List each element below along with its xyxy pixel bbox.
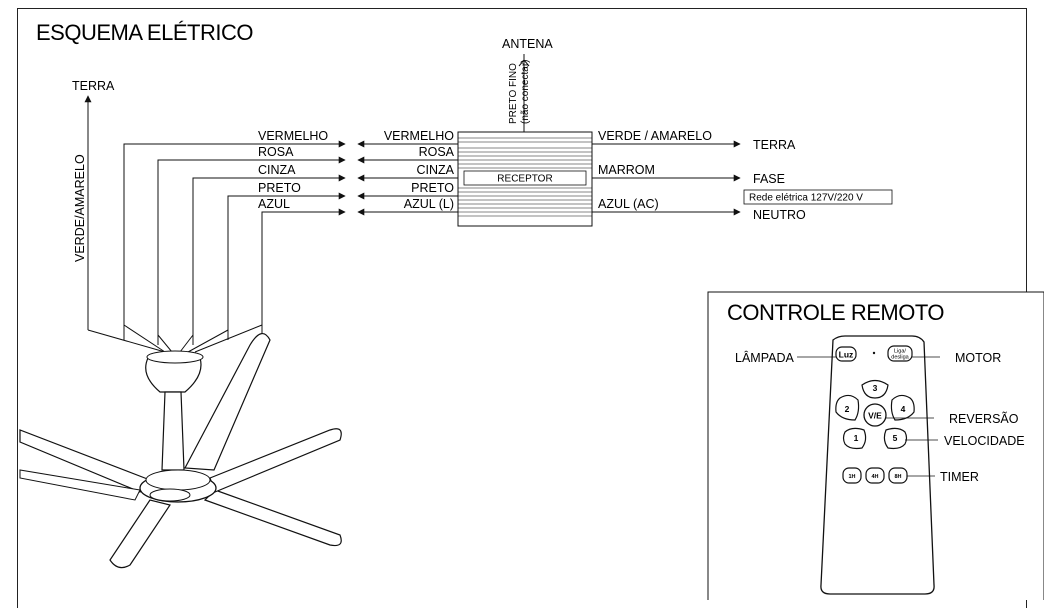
receiver-outputs [592,140,741,216]
output-wire-3: AZUL (AC) [598,197,659,211]
receiver-input-5: AZUL (L) [404,197,454,211]
receiver-input-2: ROSA [419,145,455,159]
receiver-label: RECEPTOR [497,174,552,185]
speed-1-label: 1 [854,433,859,443]
ground-wire-label: VERDE/AMARELO [73,154,87,262]
receiver-input-1: VERMELHO [384,129,454,143]
receiver-input-4: PRETO [411,181,454,195]
remote-title: CONTROLE REMOTO [727,300,944,325]
callout-timer: TIMER [940,470,979,484]
timer-8h-button[interactable] [888,467,908,484]
ground-label: TERRA [72,79,115,93]
fan-wire-label-5: AZUL [258,197,290,211]
power-button[interactable] [887,345,913,362]
output-target-2: FASE [753,172,785,186]
indicator-dot [872,351,876,355]
fan-wire-label-1: VERMELHO [258,129,328,143]
antenna-note-1: PRETO FINO [508,63,519,124]
callout-lines [797,356,940,477]
receiver-box: RECEPTOR [457,131,593,227]
antenna: ANTENA PRETO FINO (não conectar) [502,37,553,132]
mains-note: Rede elétrica 127V/220 V [749,193,863,204]
speed-3-button[interactable] [861,379,889,399]
speed-2-label: 2 [845,404,850,414]
receiver-input-3: CINZA [417,163,455,177]
output-target-1: TERRA [753,138,796,152]
light-button[interactable] [835,346,857,362]
mains-note-box [743,189,893,205]
output-wire-1: VERDE / AMARELO [598,129,712,143]
reverse-button[interactable] [863,403,887,427]
output-wire-2: MARROM [598,163,655,177]
timer-1h-button[interactable] [842,467,862,484]
callout-reverse: REVERSÃO [949,412,1019,426]
speed-4-label: 4 [901,404,906,414]
connector-arrows [357,140,458,216]
fan-wire-label-2: ROSA [258,145,294,159]
fan-wire-label-3: CINZA [258,163,296,177]
antenna-label: ANTENA [502,37,553,51]
callout-speed: VELOCIDADE [944,434,1025,448]
power-label-1: Liga/ [894,349,906,355]
light-button-label: Luz [839,350,854,360]
timer-1h-label: 1H [848,474,855,480]
speed-2-button[interactable] [835,394,860,421]
speed-3-label: 3 [873,383,878,393]
reverse-button-label: V/E [868,411,882,421]
fan-wire-label-4: PRETO [258,181,301,195]
antenna-note-2: (não conectar) [520,60,531,124]
main-title: ESQUEMA ELÉTRICO [36,20,253,45]
timer-4h-label: 4H [871,474,878,480]
power-label-2: desliga [891,355,909,361]
timer-8h-label: 8H [894,474,901,480]
remote-panel: CONTROLE REMOTO Luz Liga/ desliga 3 2 4 … [707,291,1044,600]
callout-lamp: LÂMPADA [735,350,794,365]
speed-1-button[interactable] [842,427,867,450]
speed-4-button[interactable] [890,394,915,421]
speed-5-button[interactable] [883,427,908,450]
callout-motor: MOTOR [955,351,1001,365]
speed-5-label: 5 [893,433,898,443]
ceiling-fan-illustration [19,333,342,569]
fan-wires [87,140,346,353]
output-target-3: NEUTRO [753,208,806,222]
timer-4h-button[interactable] [865,467,885,484]
